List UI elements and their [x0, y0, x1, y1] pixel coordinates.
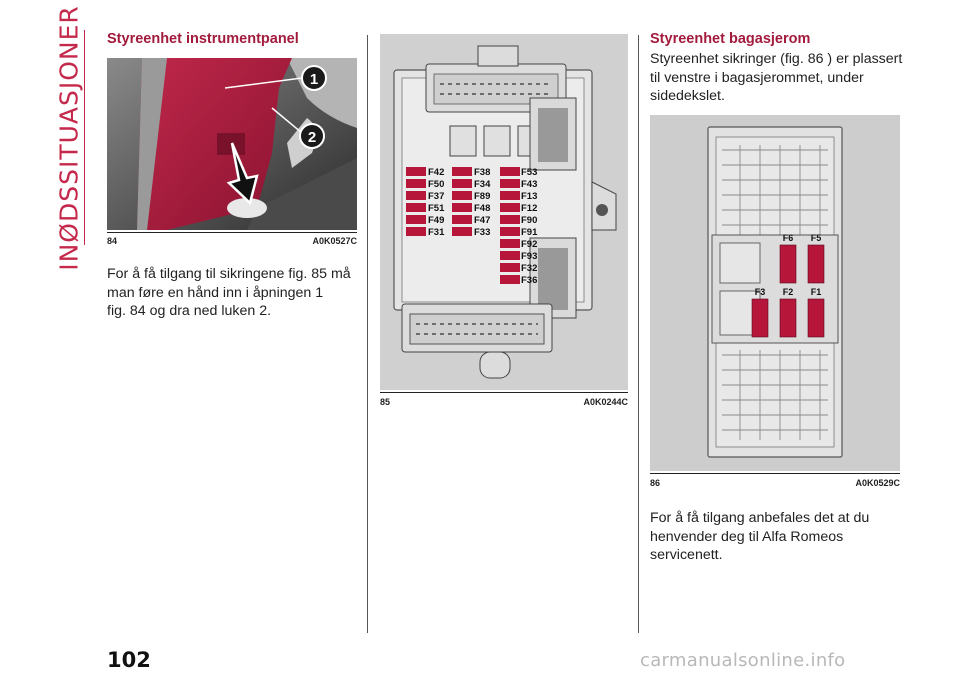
fuse-label: F47	[474, 215, 490, 226]
fuse-label: F1	[811, 287, 822, 297]
callout-2-marker	[299, 123, 325, 149]
watermark: carmanualsonline.info	[640, 650, 846, 671]
figure-84-illustration: 1 2	[107, 58, 357, 230]
fuse-label: F93	[521, 251, 537, 262]
fuse-label: F6	[783, 233, 794, 243]
left-section-title: Styreenhet instrumentpanel	[107, 31, 299, 47]
figure-85-image: F42 F50 F37 F51 F49 F31 F38 F34 F89 F48 …	[380, 34, 628, 390]
fuse-label: F90	[521, 215, 537, 226]
fuse-label: F92	[521, 239, 537, 250]
right-paragraph-line: servicenett.	[650, 547, 723, 563]
fuse-label: F49	[428, 215, 444, 226]
fuse-label: F5	[811, 233, 822, 243]
figure-84-code: A0K0527C	[312, 236, 357, 246]
left-paragraph-line: man føre en hånd inn i åpningen 1	[107, 284, 324, 301]
right-intro: Styreenhet sikringer (fig. 86 ) er plass…	[650, 50, 910, 106]
callout-1-label: 1	[310, 71, 318, 88]
fuse-column-1: F42 F50 F37 F51 F49 F31	[406, 167, 445, 238]
fuse-label: F51	[428, 203, 445, 214]
figure-86-number: 86	[650, 478, 661, 488]
figure-85-rule	[380, 392, 628, 393]
fuse-label: F37	[428, 191, 444, 202]
fuse-label: F2	[783, 287, 794, 297]
fuse-label: F32	[521, 263, 537, 274]
figure-85-fuse-diagram: F42 F50 F37 F51 F49 F31 F38 F34 F89 F48 …	[380, 34, 628, 390]
fuse-label: F50	[428, 179, 444, 190]
left-paragraph: For å få tilgang til sikringene fig. 85 …	[107, 265, 362, 321]
fuse-label: F36	[521, 275, 537, 286]
fuse-label: F43	[521, 179, 537, 190]
fuse-label: F38	[474, 167, 490, 178]
fuse-label: F31	[428, 227, 445, 238]
column-divider-1	[367, 35, 368, 633]
fuse-label: F91	[521, 227, 538, 238]
fuse-label: F13	[521, 191, 537, 202]
callout-2-label: 2	[308, 129, 316, 146]
chapter-side-tab: INØDSSITUASJONER	[54, 5, 84, 271]
fuse-label: F12	[521, 203, 537, 214]
figure-86-rule	[650, 473, 900, 474]
figure-86-code: A0K0529C	[855, 478, 900, 488]
figure-84-number: 84	[107, 236, 118, 246]
right-intro-line: til venstre i bagasjerommet, under	[650, 69, 864, 86]
fuse-label: F53	[521, 167, 537, 178]
page-number: 102	[107, 648, 151, 672]
fuse-column-2: F38 F34 F89 F48 F47 F33	[452, 167, 491, 238]
figure-85-number: 85	[380, 397, 391, 407]
figure-84-image: 1 2	[107, 58, 357, 230]
left-paragraph-line: For å få tilgang til sikringene fig. 85 …	[107, 266, 351, 282]
fuse-label: F89	[474, 191, 490, 202]
callout-1-marker	[301, 65, 327, 91]
figure-86-fuse-diagram: F6 F5 F3 F2 F1	[650, 115, 900, 471]
fuse-label: F48	[474, 203, 490, 214]
fuse-column-3: F53 F43 F13 F12 F90 F91 F92 F93 F32 F36	[500, 167, 538, 286]
chapter-side-rule	[84, 30, 85, 245]
right-paragraph: For å få tilgang anbefales det at du hen…	[650, 509, 910, 565]
fuse-label: F3	[755, 287, 766, 297]
right-intro-line: Styreenhet sikringer (fig. 86 ) er plass…	[650, 51, 903, 67]
chapter-side-label: INØDSSITUASJONER	[54, 4, 84, 271]
fuse-label: F42	[428, 167, 444, 178]
right-paragraph-line: For å få tilgang anbefales det at du	[650, 510, 870, 526]
column-divider-2	[638, 35, 639, 633]
left-paragraph-line: fig. 84 og dra ned luken 2.	[107, 303, 272, 319]
right-paragraph-line: henvender deg til Alfa Romeos	[650, 528, 844, 545]
fuse-label: F34	[474, 179, 491, 190]
figure-84-rule	[107, 232, 357, 233]
figure-85-code: A0K0244C	[583, 397, 628, 407]
figure-86-image: F6 F5 F3 F2 F1	[650, 115, 900, 471]
right-section-title: Styreenhet bagasjerom	[650, 31, 811, 47]
right-intro-line: sidedekslet.	[650, 88, 725, 104]
fuse-label: F33	[474, 227, 490, 238]
